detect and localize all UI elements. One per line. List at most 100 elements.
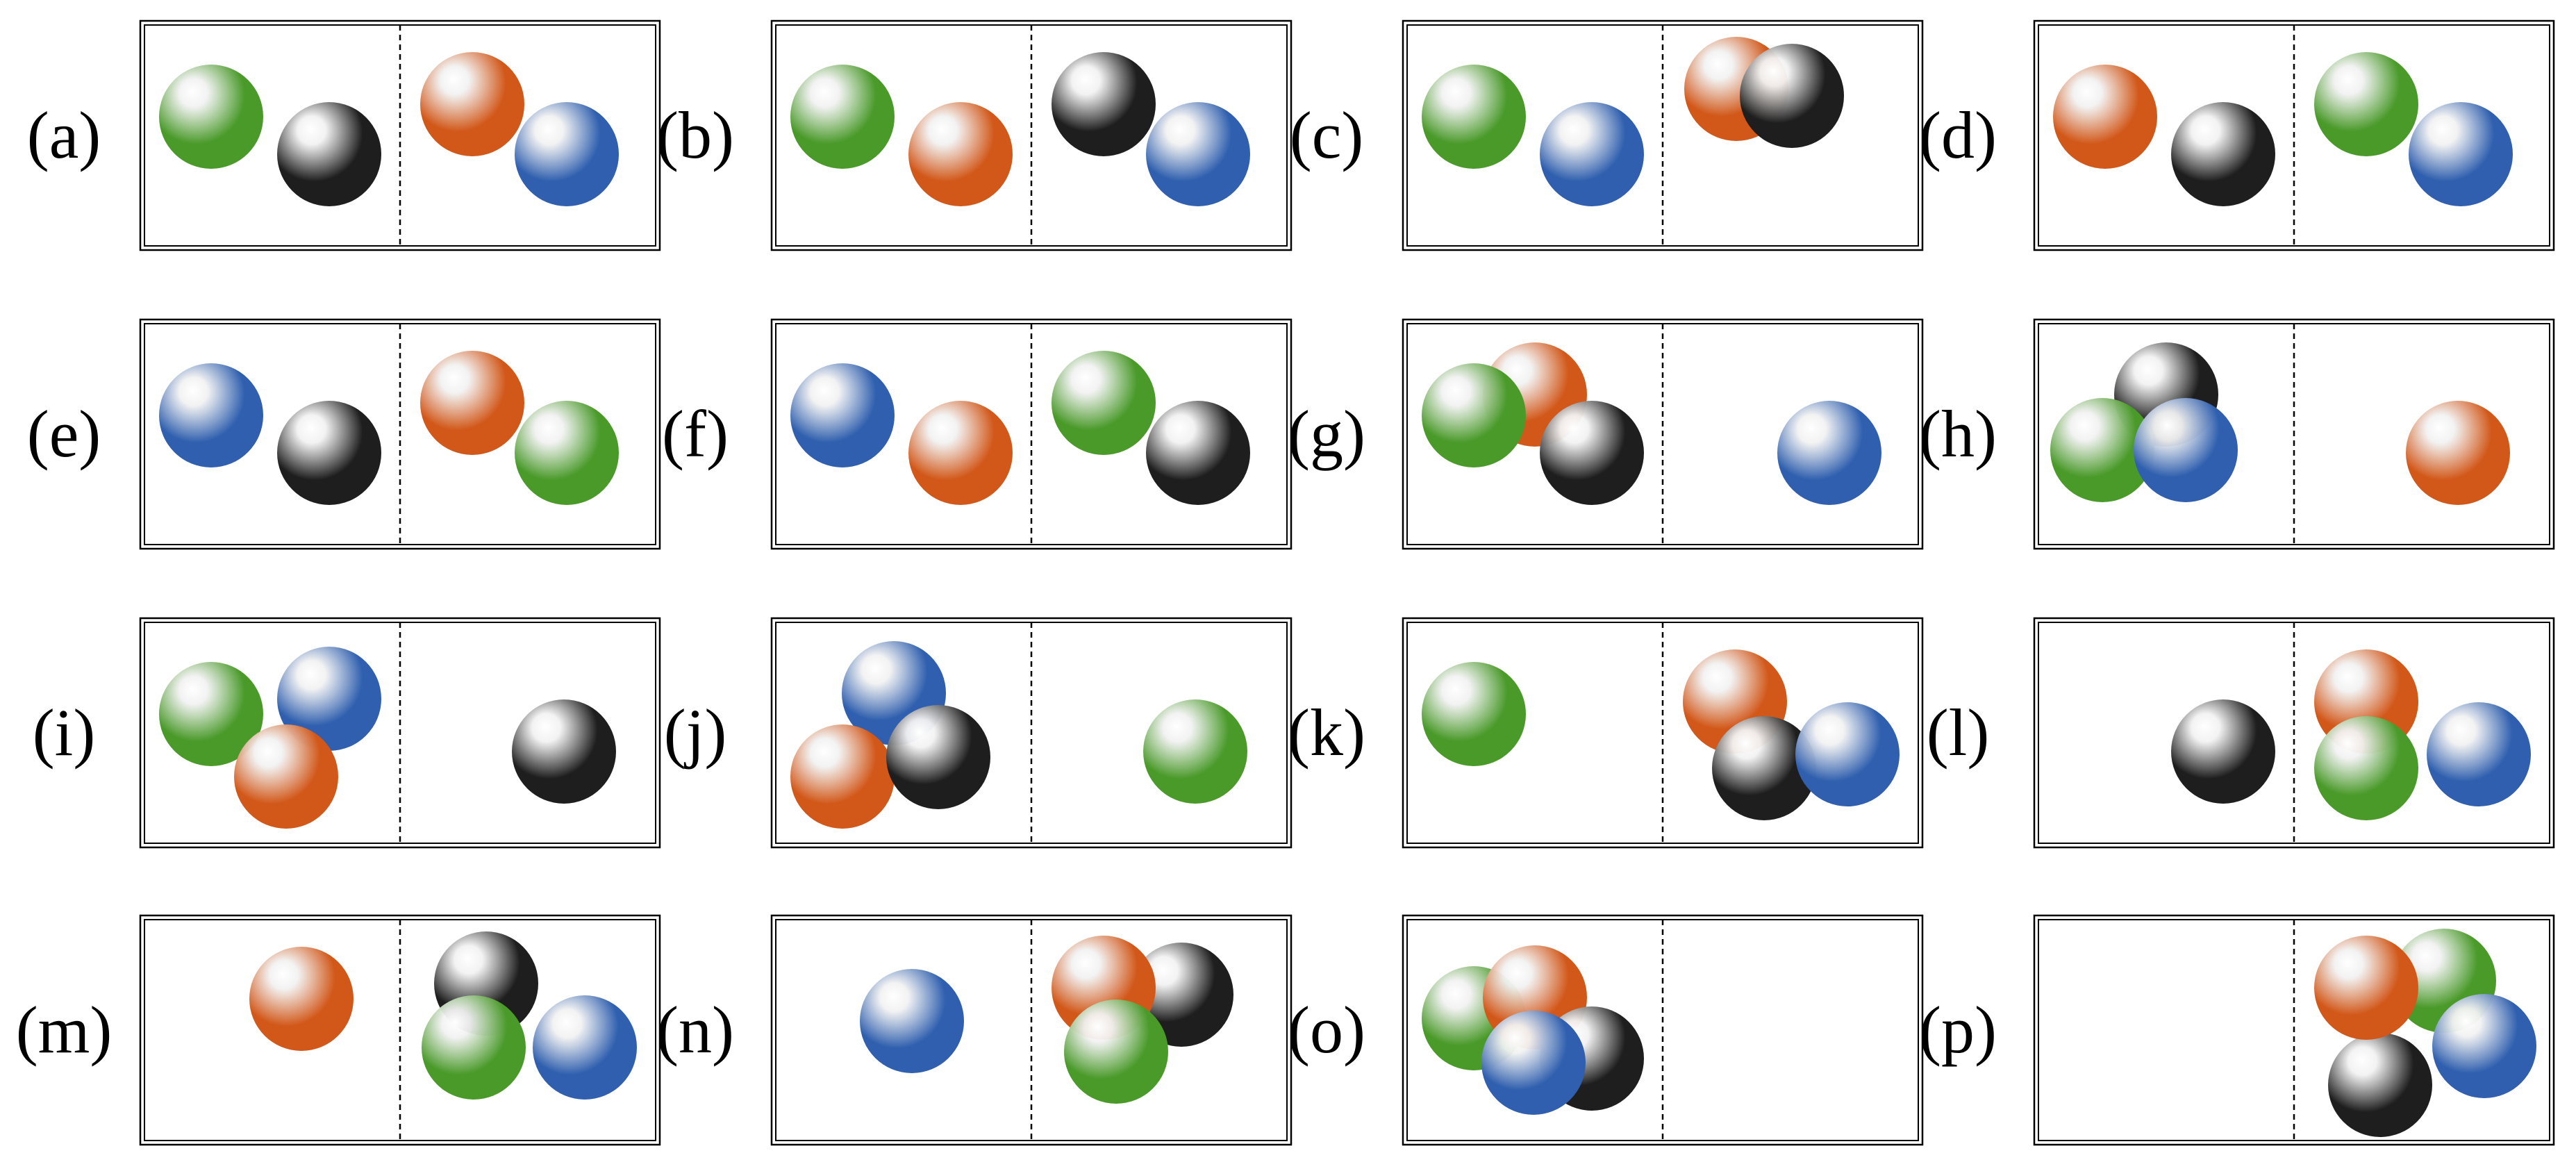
box-outer-border <box>770 617 1293 849</box>
orange-ball <box>2406 401 2510 505</box>
blue-ball <box>2432 994 2536 1098</box>
panel-n: (n) <box>656 914 1293 1146</box>
blue-ball <box>515 102 619 206</box>
blue-ball <box>1795 702 1900 806</box>
black-ball <box>1740 44 1844 148</box>
box-outer-border <box>139 914 661 1146</box>
blue-ball <box>790 363 895 467</box>
orange-ball <box>790 724 895 829</box>
blue-ball <box>2134 398 2238 502</box>
black-ball <box>1146 401 1250 505</box>
box-outer-border <box>2033 617 2555 849</box>
blue-ball <box>277 647 381 751</box>
green-ball <box>790 65 895 169</box>
orange-ball <box>2314 936 2418 1040</box>
orange-ball <box>908 102 1013 206</box>
black-ball <box>1540 401 1644 505</box>
green-ball <box>1143 699 1247 804</box>
green-ball <box>159 662 263 766</box>
panel-label: (d) <box>1919 98 1997 172</box>
panel-label: (b) <box>656 98 734 172</box>
green-ball <box>2050 398 2154 502</box>
panel-o: (o) <box>1288 914 1924 1146</box>
box-outer-border <box>139 318 661 550</box>
green-ball <box>1422 363 1526 467</box>
orange-ball <box>420 52 524 156</box>
green-ball <box>159 65 263 169</box>
green-ball <box>2314 52 2418 156</box>
box-outer-border <box>2033 318 2555 550</box>
box-outer-border <box>1402 617 1924 849</box>
panel-label: (m) <box>16 993 113 1067</box>
orange-ball <box>420 351 524 455</box>
panel-label: (o) <box>1288 993 1365 1067</box>
green-ball <box>2314 716 2418 820</box>
black-ball <box>2171 699 2275 804</box>
panel-label: (c) <box>1290 98 1364 172</box>
panel-label: (l) <box>1927 695 1990 770</box>
panel-h: (h) <box>1919 318 2555 550</box>
panel-b: (b) <box>656 19 1293 251</box>
blue-ball <box>860 969 964 1073</box>
black-ball <box>277 102 381 206</box>
black-ball <box>2171 102 2275 206</box>
panel-label: (a) <box>27 98 101 172</box>
blue-ball <box>2427 702 2531 806</box>
box-outer-border <box>770 318 1293 550</box>
black-ball <box>1052 52 1156 156</box>
panel-k: (k) <box>1288 617 1924 849</box>
panel-p: (p) <box>1919 914 2555 1146</box>
box-outer-border <box>770 914 1293 1146</box>
orange-ball <box>908 401 1013 505</box>
panel-m: (m) <box>16 914 661 1146</box>
box-outer-border <box>139 19 661 251</box>
black-ball <box>1712 716 1816 820</box>
panel-label: (p) <box>1919 993 1997 1067</box>
panel-label: (n) <box>656 993 734 1067</box>
panel-label: (h) <box>1919 397 1997 471</box>
panel-label: (i) <box>33 695 96 770</box>
blue-ball <box>1146 102 1250 206</box>
green-ball <box>515 401 619 505</box>
green-ball <box>422 995 526 1100</box>
panel-e: (e) <box>27 318 661 550</box>
box-outer-border <box>770 19 1293 251</box>
panel-l: (l) <box>1927 617 2555 849</box>
orange-ball <box>2053 65 2157 169</box>
panel-c: (c) <box>1290 19 1924 251</box>
blue-ball <box>2409 102 2513 206</box>
blue-ball <box>1540 102 1644 206</box>
green-ball <box>1052 351 1156 455</box>
blue-ball <box>533 995 637 1100</box>
blue-ball <box>1777 401 1881 505</box>
panel-j: (j) <box>664 617 1293 849</box>
blue-ball <box>1481 1011 1586 1115</box>
black-ball <box>277 401 381 505</box>
panel-label: (e) <box>27 397 101 471</box>
green-ball <box>1422 662 1526 766</box>
panel-label: (k) <box>1288 695 1365 770</box>
box-outer-border <box>2033 19 2555 251</box>
panel-label: (f) <box>662 397 729 471</box>
orange-ball <box>249 947 354 1051</box>
panel-d: (d) <box>1919 19 2555 251</box>
panel-i: (i) <box>33 617 661 849</box>
panel-f: (f) <box>662 318 1293 550</box>
box-outer-border <box>1402 914 1924 1146</box>
box-outer-border <box>1402 19 1924 251</box>
box-outer-border <box>139 617 661 849</box>
black-ball <box>512 699 616 804</box>
black-ball <box>2328 1033 2432 1137</box>
panel-g: (g) <box>1288 318 1924 550</box>
panel-a: (a) <box>27 19 661 251</box>
green-ball <box>1064 1000 1168 1104</box>
panel-label: (g) <box>1288 397 1365 471</box>
blue-ball <box>159 363 263 467</box>
black-ball <box>886 705 990 809</box>
box-outer-border <box>1402 318 1924 550</box>
box-outer-border <box>2033 914 2555 1146</box>
orange-ball <box>234 724 338 829</box>
panel-label: (j) <box>664 695 727 770</box>
green-ball <box>1422 65 1526 169</box>
